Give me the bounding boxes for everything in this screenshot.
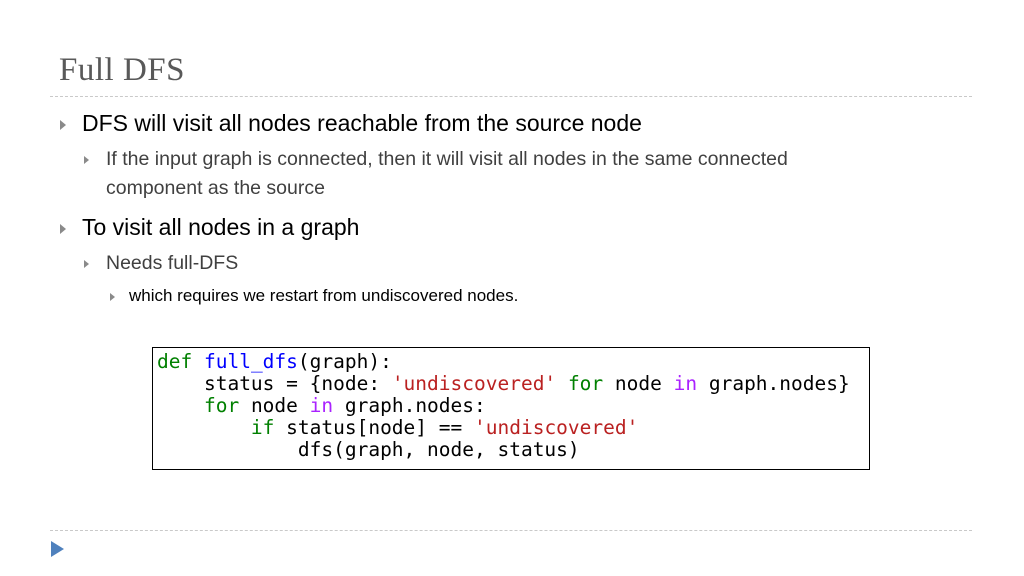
triangle-bullet-icon [84,260,89,268]
bullet-level2-2: Needs full-DFS [106,252,239,274]
triangle-bullet-icon [60,120,66,130]
code-text: status[node] == [274,416,474,439]
code-text: (graph): [297,350,392,373]
code-text: dfs(graph, node, status) [297,438,580,461]
code-line-4: if status[node] == 'undiscovered' [157,416,638,439]
footer-divider [50,530,972,531]
code-string: 'undiscovered' [474,416,639,439]
code-keyword: for [567,372,604,395]
code-string: 'undiscovered' [391,372,557,395]
code-line-3: for node in graph.nodes: [157,394,486,417]
code-keyword: def [157,350,193,373]
bullet-level3-1: which requires we restart from undiscove… [129,286,519,305]
next-slide-arrow-icon[interactable] [51,541,64,557]
code-block: def full_dfs(graph): status = {node: 'un… [152,347,870,470]
triangle-bullet-icon [60,224,66,234]
bullet-level1-2: To visit all nodes in a graph [82,214,360,240]
code-text: node [239,394,310,417]
code-operator: in [309,394,334,417]
code-line-1: def full_dfs(graph): [157,350,392,373]
title-divider [50,96,972,97]
code-text: graph.nodes} [697,372,850,395]
code-listing: def full_dfs(graph): status = {node: 'un… [157,351,850,461]
code-text: node [603,372,674,395]
triangle-bullet-icon [84,156,89,164]
code-keyword: if [250,416,275,439]
bullet-level2-1-line1: If the input graph is connected, then it… [106,148,788,170]
code-function-name: full_dfs [203,350,298,373]
code-line-5: dfs(graph, node, status) [157,438,580,461]
triangle-bullet-icon [110,293,115,301]
code-operator: in [673,372,698,395]
code-text: status = {node: [203,372,392,395]
code-text: graph.nodes: [333,394,486,417]
code-keyword: for [203,394,240,417]
code-line-2: status = {node: 'undiscovered' for node … [157,372,850,395]
slide-title: Full DFS [59,52,185,88]
bullet-level1-1: DFS will visit all nodes reachable from … [82,110,642,136]
bullet-level2-1-line2: component as the source [106,177,325,199]
